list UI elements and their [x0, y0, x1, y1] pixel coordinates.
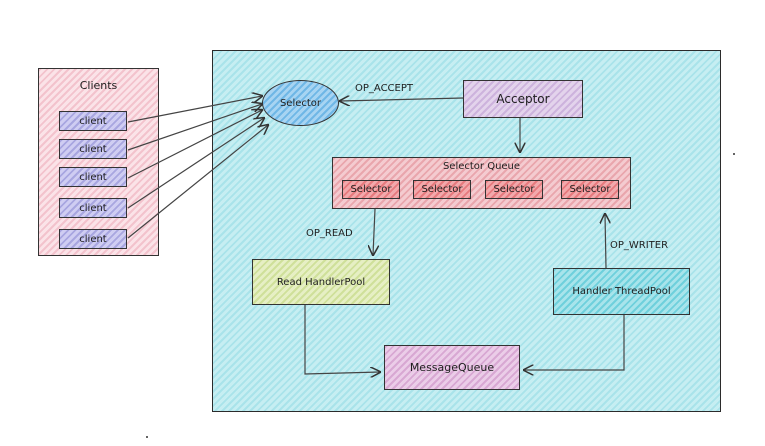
selector-queue-title: Selector Queue [442, 161, 521, 172]
selector-queue: Selector Queue Selector Selector Selecto… [332, 157, 631, 209]
message-queue-node: MessageQueue [384, 345, 520, 390]
client-node: client [59, 198, 127, 218]
op-accept-label: OP_ACCEPT [355, 83, 413, 94]
stray-dot [146, 436, 148, 438]
queue-selector-node: Selector [413, 180, 471, 199]
main-selector-node: Selector [262, 80, 339, 126]
clients-panel: Clients client client client client clie… [38, 68, 159, 256]
read-handler-pool-node: Read HandlerPool [252, 259, 390, 305]
op-writer-label: OP_WRITER [610, 240, 669, 251]
client-node: client [59, 167, 127, 187]
stray-dot [733, 153, 735, 155]
client-node: client [59, 229, 127, 249]
queue-selector-node: Selector [342, 180, 400, 199]
acceptor-node: Acceptor [463, 80, 583, 118]
clients-title: Clients [79, 79, 118, 92]
client-node: client [59, 111, 127, 131]
queue-selector-node: Selector [561, 180, 619, 199]
handler-threadpool-node: Handler ThreadPool [553, 268, 690, 315]
op-read-label: OP_READ [306, 228, 353, 239]
client-node: client [59, 139, 127, 159]
queue-selector-node: Selector [485, 180, 543, 199]
